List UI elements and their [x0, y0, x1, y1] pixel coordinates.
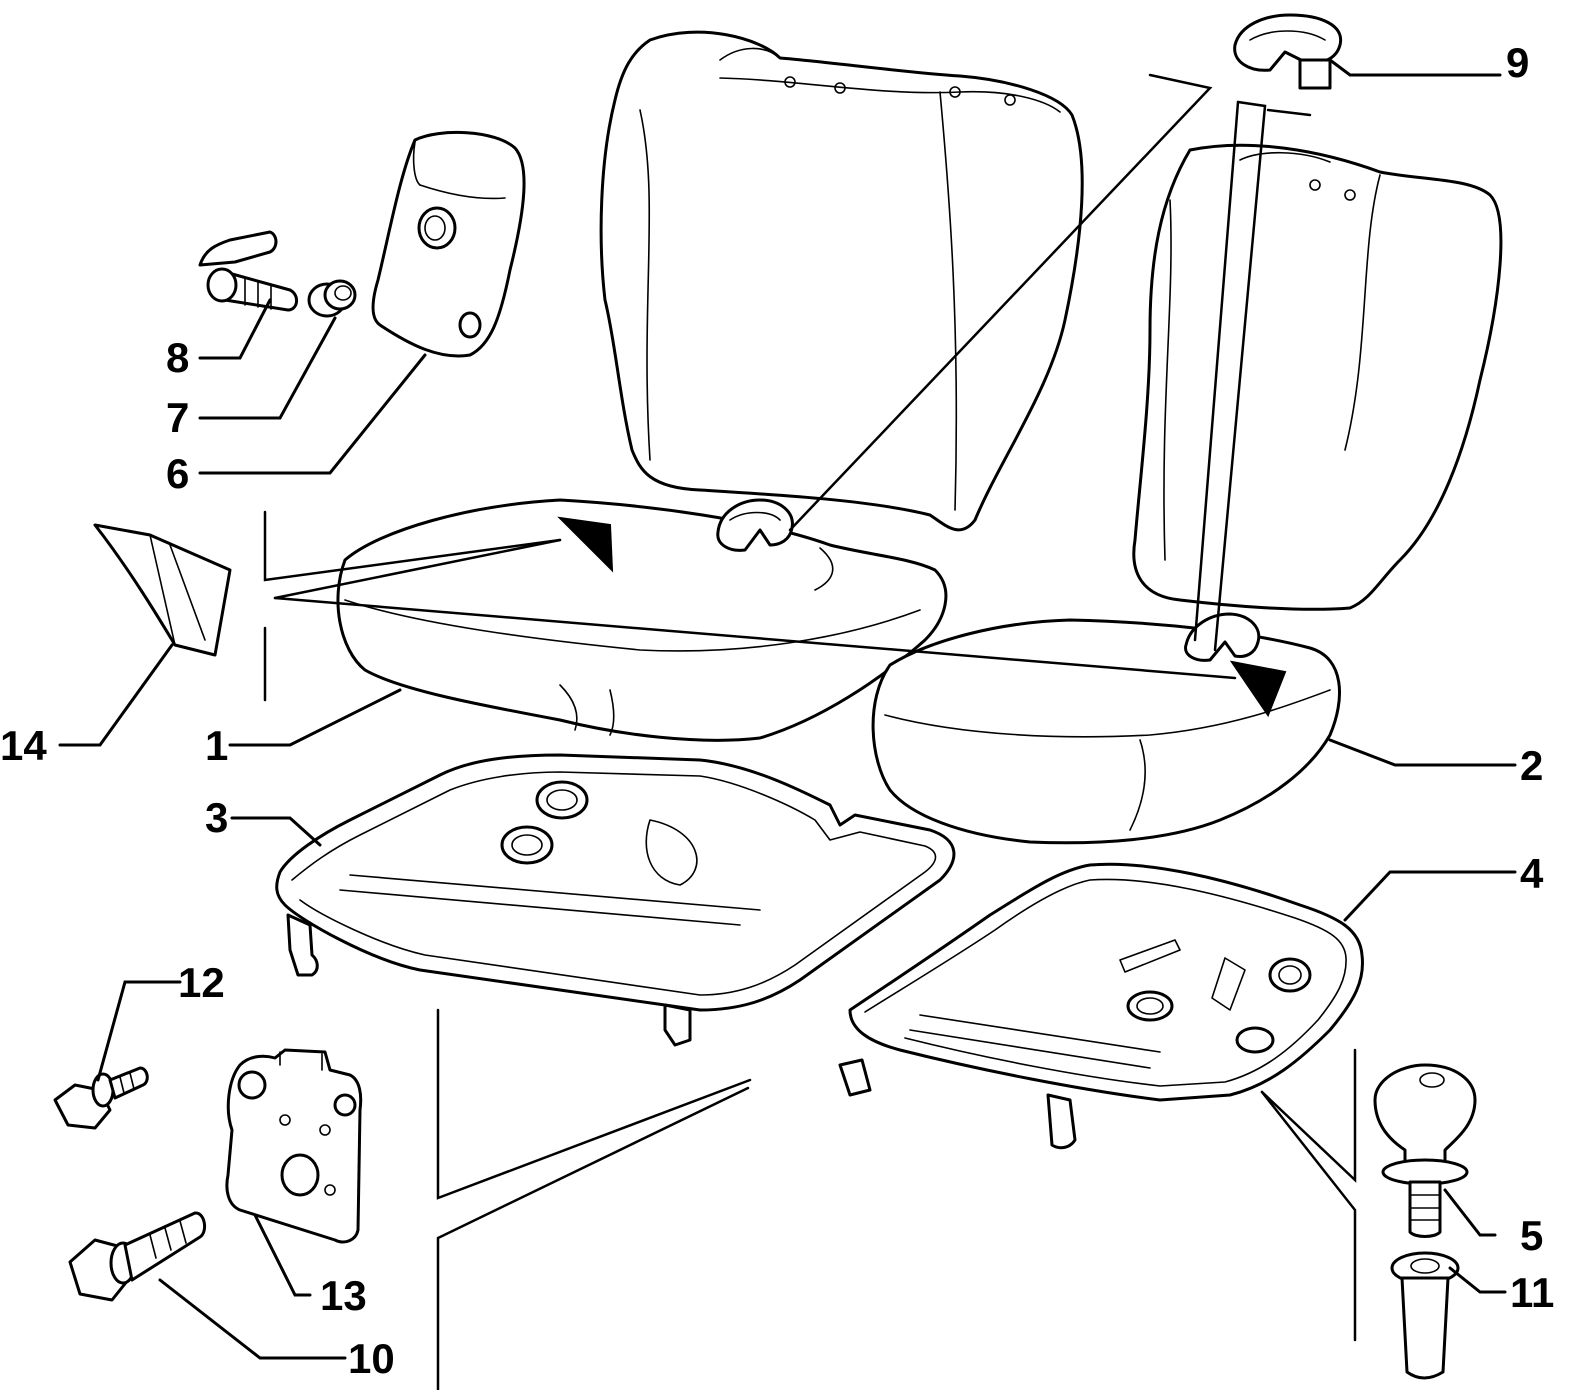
- bushing: [307, 279, 357, 318]
- hex-bolt: [68, 1211, 207, 1302]
- left-seat-cushion: [336, 498, 948, 742]
- left-backrest: [599, 30, 1084, 532]
- callout-3: 3: [205, 794, 228, 841]
- callout-12: 12: [178, 959, 225, 1006]
- callouts: 8 7 6 9 14 1 2 3 4 12 5 11 13 10: [0, 39, 1554, 1382]
- callout-10: 10: [348, 1335, 395, 1382]
- callout-2: 2: [1520, 742, 1543, 789]
- assembly-guide-lines: [263, 73, 1357, 1390]
- locking-knob: [1373, 1063, 1477, 1238]
- callout-14: 14: [0, 722, 47, 769]
- flange-nut: [53, 1066, 149, 1130]
- callout-1: 1: [205, 722, 228, 769]
- right-backrest: [1132, 143, 1503, 611]
- trim-wedge: [93, 523, 232, 657]
- bracket-cover: [371, 131, 526, 358]
- headrest-guide-detail: [1233, 13, 1343, 90]
- right-seat-cushion: [871, 618, 1341, 845]
- headrest-guide-right: [1184, 612, 1261, 662]
- callout-11: 11: [1510, 1269, 1554, 1316]
- callout-7: 7: [166, 394, 189, 441]
- mounting-plate: [225, 1048, 363, 1244]
- callout-4: 4: [1520, 850, 1544, 897]
- callout-5: 5: [1520, 1212, 1543, 1259]
- callout-8: 8: [166, 334, 189, 381]
- leader-lines: [58, 58, 1517, 1360]
- sleeve: [1390, 1251, 1460, 1380]
- callout-9: 9: [1506, 39, 1529, 86]
- pin: [198, 230, 298, 312]
- left-seat-frame: [275, 753, 956, 1047]
- right-seat-frame: [838, 862, 1365, 1150]
- callout-6: 6: [166, 450, 189, 497]
- callout-13: 13: [320, 1272, 367, 1319]
